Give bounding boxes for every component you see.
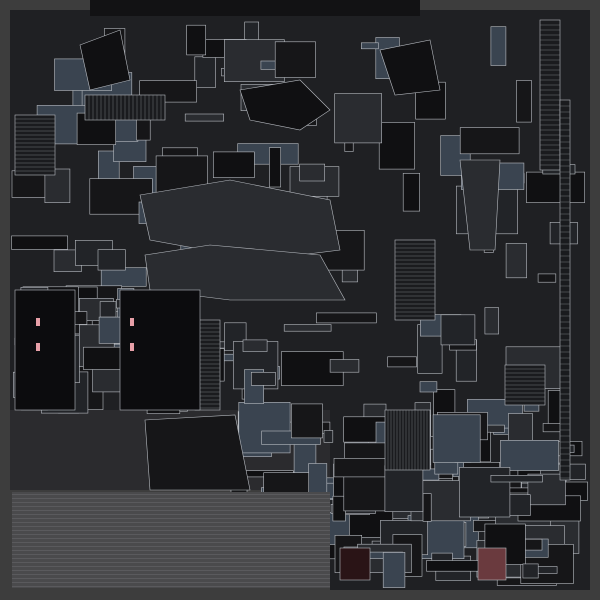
uv-island [516, 80, 532, 123]
stripe [12, 538, 330, 539]
accent-lights [36, 318, 507, 581]
uv-island [333, 457, 389, 478]
uv-island [299, 163, 326, 182]
uv-island [490, 474, 543, 483]
pink-light [36, 343, 40, 351]
stripe [12, 542, 330, 543]
uv-island [184, 113, 224, 122]
uv-island [384, 465, 424, 512]
uv-island [378, 122, 415, 170]
uv-island [316, 312, 377, 324]
grid-island [559, 99, 571, 481]
uv-island [283, 324, 332, 332]
uv-island [99, 301, 117, 318]
uv-island [537, 273, 557, 283]
uv-island [484, 307, 499, 335]
uv-islands [10, 0, 590, 590]
uv-island [98, 316, 123, 344]
uv-island [459, 127, 520, 155]
uv-island [97, 249, 126, 271]
angular-panel [139, 179, 341, 261]
stripe [12, 522, 330, 523]
stripe [12, 502, 330, 503]
uv-island [290, 403, 323, 439]
angular-panel [459, 159, 501, 251]
uv-island [440, 314, 476, 346]
stripe [12, 498, 330, 499]
uv-island [402, 173, 421, 212]
stripe [12, 546, 330, 547]
stripe [12, 578, 330, 579]
striped-panel [12, 492, 330, 588]
stripe [12, 562, 330, 563]
uv-island [251, 371, 276, 386]
uv-island [213, 151, 255, 178]
stripe [12, 510, 330, 511]
uv-island [526, 171, 586, 203]
stripe [12, 566, 330, 567]
uv-island [162, 147, 198, 157]
uv-island [269, 147, 281, 188]
uv-island [490, 26, 507, 66]
angular-panel [239, 79, 331, 131]
angular-panel [79, 29, 131, 91]
uv-island [194, 56, 216, 88]
uv-island [334, 93, 383, 144]
stripe [12, 534, 330, 535]
uv-island [100, 267, 147, 287]
stripe [12, 530, 330, 531]
uv-island [458, 467, 511, 518]
uv-island [274, 41, 316, 78]
uv-island [432, 414, 481, 463]
dark-vent [339, 547, 371, 581]
uv-island [505, 243, 528, 279]
uv-island [11, 235, 68, 250]
uv-island [419, 381, 438, 393]
uv-island [523, 404, 540, 412]
uv-island [422, 493, 432, 522]
uv-island [500, 439, 559, 471]
angular-panel [379, 39, 441, 96]
angular-panel [144, 414, 251, 491]
stripe [12, 558, 330, 559]
uv-island [242, 339, 268, 352]
dark-panel [14, 289, 76, 411]
uv-island [323, 430, 334, 443]
stripe [12, 518, 330, 519]
grid-island [14, 114, 56, 176]
striped-panel-base [12, 492, 330, 588]
stripe [12, 570, 330, 571]
stripe [12, 582, 330, 583]
stripe [12, 506, 330, 507]
stripe [12, 554, 330, 555]
uv-island [382, 552, 406, 588]
top-dark-strip [90, 0, 420, 16]
uv-island [238, 401, 291, 454]
stripe [12, 526, 330, 527]
uv-island [329, 359, 360, 373]
stripe [12, 514, 330, 515]
uv-island [186, 24, 206, 56]
uv-island [542, 423, 562, 433]
stripe [12, 550, 330, 551]
uv-island [360, 42, 379, 50]
pink-light [130, 318, 134, 326]
pink-light [36, 318, 40, 326]
grid-island [384, 409, 431, 471]
pink-light [130, 343, 134, 351]
stripe [12, 586, 330, 587]
uv-island [224, 39, 285, 82]
vent-grille [477, 547, 507, 581]
uv-island [522, 563, 539, 579]
stripe [12, 574, 330, 575]
stripe [12, 494, 330, 495]
uv-island [387, 356, 417, 368]
